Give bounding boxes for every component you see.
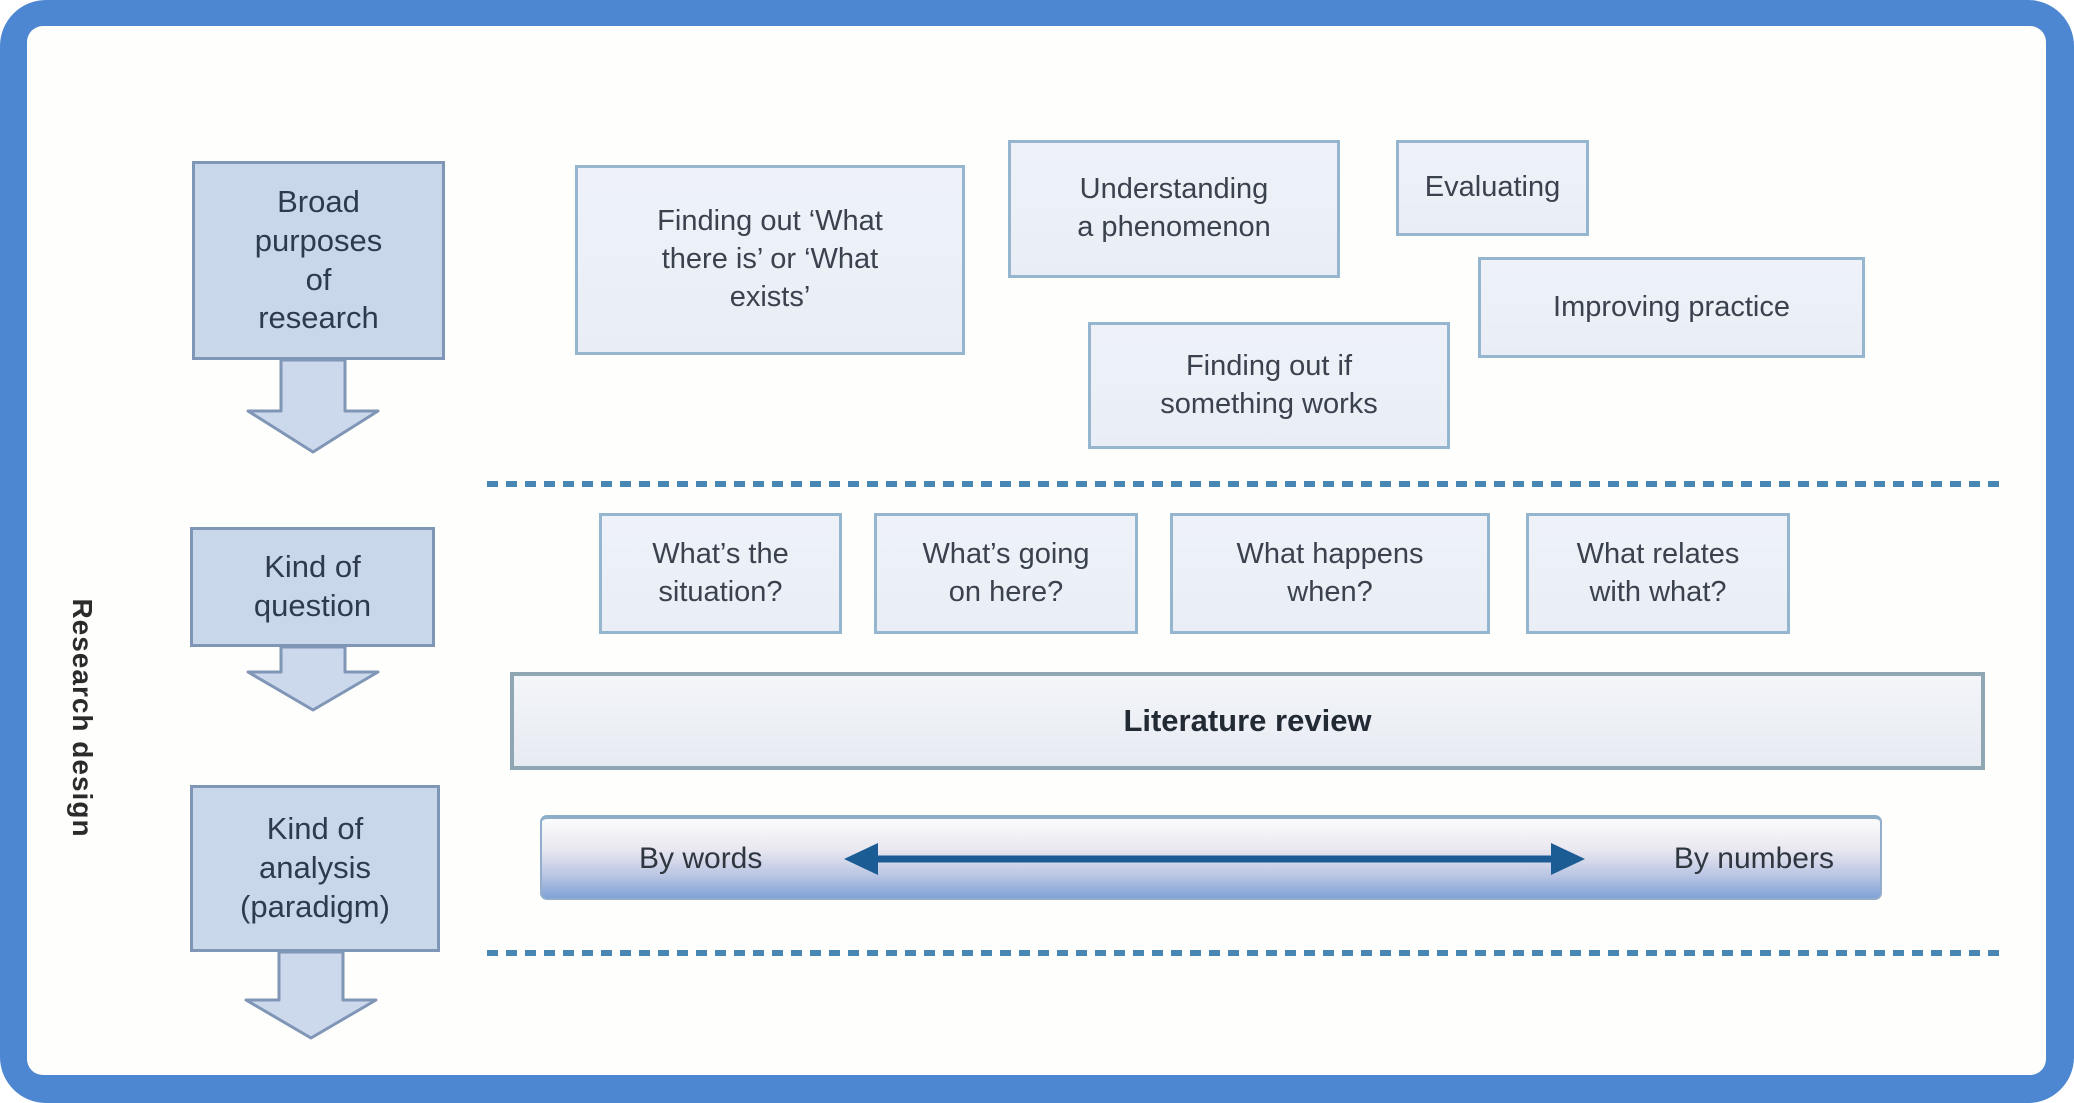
analysis-scale-bar: By words By numbers bbox=[540, 815, 1882, 900]
dashed-divider bbox=[487, 481, 2005, 487]
purpose-box-finding-if-works: Finding out if something works bbox=[1088, 322, 1450, 449]
literature-review-bar: Literature review bbox=[510, 672, 1985, 770]
scale-label-by-numbers: By numbers bbox=[1673, 841, 1834, 875]
purpose-box-finding-what-exists: Finding out ‘What there is’ or ‘What exi… bbox=[575, 165, 965, 355]
down-arrow-icon bbox=[246, 645, 380, 712]
purpose-box-understanding-phenomenon: Understanding a phenomenon bbox=[1008, 140, 1340, 278]
stage-box-kind-of-question: Kind of question bbox=[190, 527, 435, 647]
question-box-going-on: What’s going on here? bbox=[874, 513, 1138, 634]
question-box-situation: What’s the situation? bbox=[599, 513, 842, 634]
stage-box-kind-of-analysis: Kind of analysis (paradigm) bbox=[190, 785, 440, 952]
purpose-box-improving-practice: Improving practice bbox=[1478, 257, 1865, 358]
dashed-divider bbox=[487, 950, 2005, 956]
literature-review-label: Literature review bbox=[1123, 703, 1372, 738]
down-arrow-icon bbox=[244, 950, 378, 1040]
vertical-axis-label: Research design bbox=[67, 598, 98, 838]
stage-box-broad-purposes: Broad purposes of research bbox=[192, 161, 445, 360]
down-arrow-icon bbox=[246, 358, 380, 454]
double-arrow-icon bbox=[844, 843, 1585, 875]
question-box-what-happens-when: What happens when? bbox=[1170, 513, 1490, 634]
scale-label-by-words: By words bbox=[639, 841, 763, 875]
question-box-what-relates: What relates with what? bbox=[1526, 513, 1790, 634]
purpose-box-evaluating: Evaluating bbox=[1396, 140, 1589, 236]
